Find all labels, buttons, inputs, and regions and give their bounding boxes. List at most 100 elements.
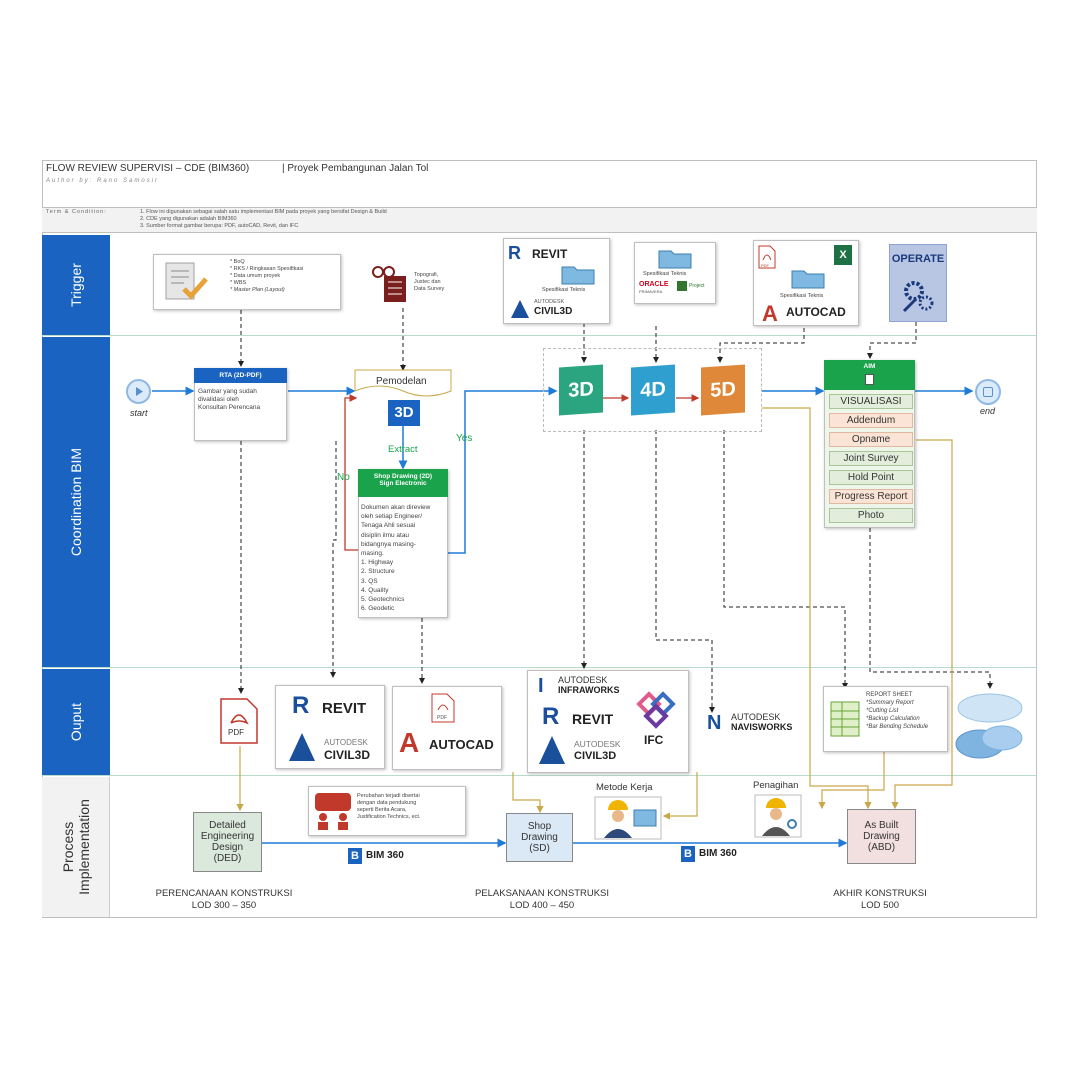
start-label: start [130, 408, 148, 418]
lane-trigger: Trigger [42, 235, 110, 335]
survey-document-icon [372, 266, 406, 302]
revit-logo-icon: R [508, 243, 521, 263]
navisworks-label: NAVISWORKS [731, 722, 793, 732]
lane-label: Coordination BIM [68, 447, 85, 557]
shop-text: 3. QS [361, 577, 378, 585]
lane-divider [42, 775, 1037, 776]
ifc-label: IFC [644, 733, 664, 747]
autodesk-label: AUTODESK [574, 739, 621, 749]
navisworks-label: AUTODESK [731, 712, 781, 722]
pdf-label: PDF [761, 263, 769, 268]
ded-text: (DED) [213, 853, 242, 864]
report-item: *Cutting List [866, 708, 899, 714]
ded-box: Detailed Engineering Design (DED) [193, 812, 262, 872]
trigger-doc-item: * RKS / Ringkasan Spesifikasi [230, 266, 304, 272]
pdf-label: PDF [437, 715, 447, 721]
stage-text: LOD 500 [860, 900, 900, 911]
aim-item-opname[interactable]: Opname [829, 432, 913, 447]
report-item: *Bar Bending Schedule [866, 724, 929, 730]
end-label: end [980, 406, 996, 416]
stage-text: AKHIR KONSTRUKSI [833, 888, 927, 899]
survey-text: Topografi, [414, 272, 439, 278]
autocad-label: AUTOCAD [786, 305, 846, 319]
sd-box: Shop Drawing (SD) [506, 813, 573, 862]
report-item: *Backup Calculation [866, 716, 920, 722]
stage-text: PELAKSANAAN KONSTRUKSI [474, 888, 610, 899]
aim-item-visualisasi[interactable]: VISUALISASI [829, 394, 913, 409]
trigger-doc-item: * Data umum proyek [230, 273, 281, 279]
pemodelan-shape [354, 369, 452, 397]
pemodelan-label: Pemodelan [376, 376, 427, 387]
sd-text: (SD) [529, 843, 550, 854]
aim-item-addendum[interactable]: Addendum [829, 413, 913, 428]
revit-label: REVIT [322, 700, 367, 717]
spreadsheet-icon [830, 701, 860, 737]
rta-text: Gambar yang sudah [198, 388, 257, 395]
cloud-storage-icon [955, 693, 1023, 759]
pdf-output-label: PDF [228, 728, 244, 737]
aim-item-progress-report[interactable]: Progress Report [829, 489, 913, 504]
excel-icon: X [834, 245, 852, 265]
metode-kerja-label: Metode Kerja [596, 782, 653, 793]
ded-text: Engineering [200, 831, 255, 842]
change-note-text: Perubahan terjadi disertai [357, 793, 420, 799]
shop-drawing-header: Shop Drawing (2D) Sign Electronic [358, 469, 448, 497]
output-autocad-box: PDF A AUTOCAD [392, 686, 502, 770]
pdf-output-icon [220, 698, 258, 744]
aim-header-label: AIM [863, 363, 876, 370]
author-label: Author by: Rano Samosir [46, 178, 160, 184]
terms-item: 1. Flow ini digunakan sebagai salah satu… [140, 209, 387, 215]
rta-text: divalidasi oleh [198, 396, 239, 403]
play-icon [136, 387, 143, 396]
navisworks-logo-icon: N [707, 712, 722, 734]
autocad-label: AUTOCAD [429, 737, 494, 752]
rta-header: RTA (2D-PDF) [194, 368, 287, 383]
penagihan-label: Penagihan [753, 780, 799, 791]
shop-text: 5. Geotechnics [361, 596, 405, 604]
trigger-doc-item: * WBS [230, 280, 247, 286]
report-sheet-box: REPORT SHEET *Summary Report *Cutting Li… [823, 686, 948, 752]
terms-item: 2. CDE yang digunakan adalah BIM360 [140, 216, 237, 222]
ifc-logo-icon [636, 691, 676, 729]
trigger-schedule-box: Spesifikasi Teknis ORACLE PRIMAVERA Proj… [634, 242, 716, 304]
revit-logo-icon: R [542, 703, 560, 730]
output-infraworks-box: I AUTODESK INFRAWORKS R REVIT AUTODESK C… [527, 670, 689, 773]
autodesk-label: AUTODESK [534, 299, 565, 305]
bim360-label: BIM 360 [699, 848, 737, 859]
diagram-title: FLOW REVIEW SUPERVISI – CDE (BIM360) [46, 163, 250, 174]
revit-label: REVIT [572, 711, 614, 727]
lane-divider [42, 667, 1037, 668]
stage-pelaksanaan: PELAKSANAAN KONSTRUKSI LOD 400 – 450 [458, 888, 626, 912]
start-node [126, 379, 151, 404]
stage-akhir: AKHIR KONSTRUKSI LOD 500 [796, 888, 964, 912]
gear-wrench-icon [902, 281, 934, 313]
lane-label: Ouput [67, 702, 84, 742]
sd-text: Drawing [521, 832, 558, 843]
spec-label: Spesifikasi Teknis [643, 271, 687, 277]
infraworks-label: AUTODESK [558, 675, 608, 685]
trigger-doc-item: * Master Plan (Layout) [230, 287, 285, 293]
shop-header-line: Sign Electronic [379, 480, 427, 487]
cube-4d-icon: 4D [631, 364, 675, 416]
folder-icon [658, 250, 692, 269]
ded-text: Design [211, 842, 244, 853]
aim-item-joint-survey[interactable]: Joint Survey [829, 451, 913, 466]
abd-text: As Built [864, 820, 899, 831]
survey-text: Data Survey [414, 286, 445, 292]
lane-coordination: Coordination BIM [42, 337, 110, 667]
bim360-logo-icon: B [681, 846, 695, 862]
output-revit-box: R REVIT AUTODESK CIVIL3D [275, 685, 385, 769]
model-3d-icon: 3D [388, 400, 420, 426]
abd-text: Drawing [863, 831, 900, 842]
aim-doc-icon [865, 374, 874, 385]
report-title: REPORT SHEET [866, 692, 913, 698]
revit-label: REVIT [532, 247, 568, 261]
ded-text: Detailed [209, 820, 246, 831]
aim-header: AIM [824, 360, 915, 390]
shop-text: masing. [361, 550, 384, 558]
lane-output: Ouput [42, 669, 110, 775]
aim-item-hold-point[interactable]: Hold Point [829, 470, 913, 485]
shop-text: Dokumen akan direview [361, 504, 431, 511]
aim-item-photo[interactable]: Photo [829, 508, 913, 523]
